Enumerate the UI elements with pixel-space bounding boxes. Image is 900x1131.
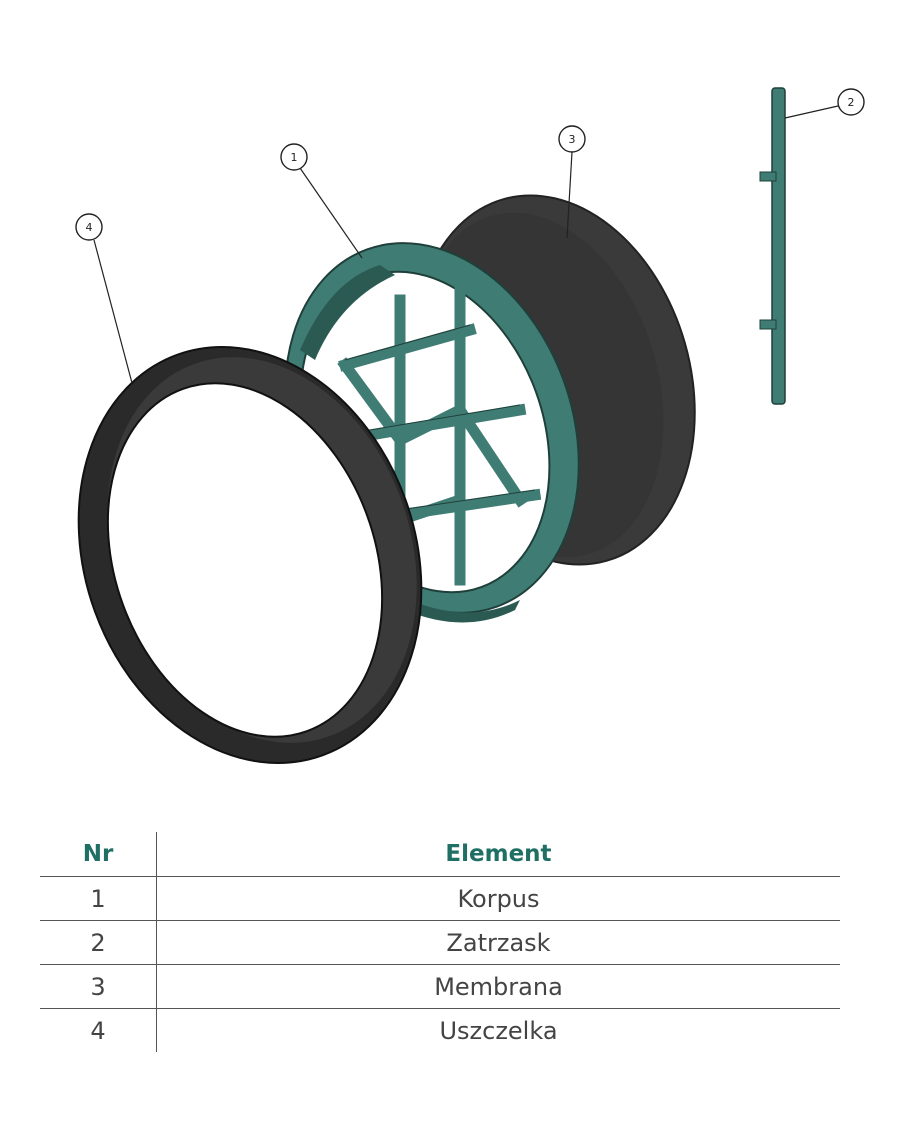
table-row: 4 Uszczelka	[40, 1008, 840, 1052]
row-nr: 4	[40, 1008, 157, 1052]
callout-2-label: 2	[848, 96, 855, 109]
callout-4-label: 4	[86, 221, 93, 234]
leader-lines	[93, 105, 839, 384]
header-nr: Nr	[40, 832, 157, 877]
row-element: Uszczelka	[439, 1016, 558, 1045]
callout-1-label: 1	[291, 151, 298, 164]
table-row: 1 Korpus	[40, 876, 840, 921]
table-row: 3 Membrana	[40, 964, 840, 1009]
row-element: Korpus	[156, 876, 840, 921]
callout-2: 2	[837, 88, 865, 116]
callout-1: 1	[280, 143, 308, 171]
callout-4: 4	[75, 213, 103, 241]
row-nr: 1	[40, 876, 157, 921]
table-row: 2 Zatrzask	[40, 920, 840, 965]
latch-part-2	[759, 87, 786, 405]
table-header-row: Nr Element	[40, 832, 840, 877]
callout-3-label: 3	[569, 133, 576, 146]
row-element: Membrana	[156, 964, 840, 1009]
parts-table: Nr Element 1 Korpus 2 Zatrzask 3 Membran…	[40, 832, 840, 1052]
row-element: Zatrzask	[156, 920, 840, 965]
header-element: Element	[156, 832, 840, 877]
row-nr: 3	[40, 964, 157, 1009]
callout-3: 3	[558, 125, 586, 153]
gasket-part-4	[77, 346, 423, 764]
exploded-view-diagram: 1 2 3 4	[75, 87, 865, 764]
row-nr: 2	[40, 920, 157, 965]
